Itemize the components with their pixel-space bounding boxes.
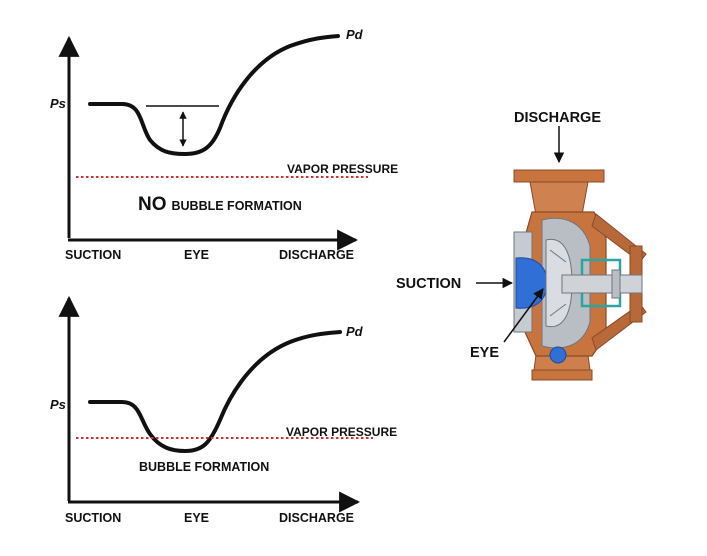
bottom-x-label-suction: SUCTION bbox=[65, 511, 121, 525]
bottom-x-label-discharge: DISCHARGE bbox=[279, 511, 354, 525]
bottom-plot: Ps Pd VAPOR PRESSURE BUBBLE FORMATION SU… bbox=[50, 295, 397, 525]
bottom-x-label-eye: EYE bbox=[184, 511, 209, 525]
top-pd-label: Pd bbox=[346, 27, 364, 42]
top-x-label-discharge: DISCHARGE bbox=[279, 248, 354, 262]
top-bubble-formation-text: BUBBLE FORMATION bbox=[172, 199, 302, 213]
pump-suction-label: SUCTION bbox=[396, 276, 461, 292]
pump-discharge-label: DISCHARGE bbox=[514, 110, 601, 126]
top-x-label-eye: EYE bbox=[184, 248, 209, 262]
eye-arrow bbox=[503, 288, 544, 343]
bottom-vapor-pressure-label: VAPOR PRESSURE bbox=[286, 425, 397, 439]
top-vapor-pressure-label: VAPOR PRESSURE bbox=[287, 162, 398, 176]
bottom-bubble-formation-label: BUBBLE FORMATION bbox=[139, 460, 269, 474]
top-pressure-curve bbox=[88, 34, 340, 157]
pump-eye-label: EYE bbox=[470, 345, 499, 361]
top-no-bubble-label: NO BUBBLE FORMATION bbox=[138, 194, 302, 215]
bottom-pd-label: Pd bbox=[346, 324, 364, 339]
top-x-label-suction: SUCTION bbox=[65, 248, 121, 262]
bottom-pressure-curve bbox=[88, 330, 342, 454]
top-no-word: NO bbox=[138, 194, 167, 215]
pump-illustration bbox=[513, 169, 647, 381]
pump-cutaway: DISCHARGE SUCTION EYE bbox=[396, 110, 647, 381]
top-ps-label: Ps bbox=[50, 96, 66, 111]
bottom-ps-label: Ps bbox=[50, 397, 66, 412]
